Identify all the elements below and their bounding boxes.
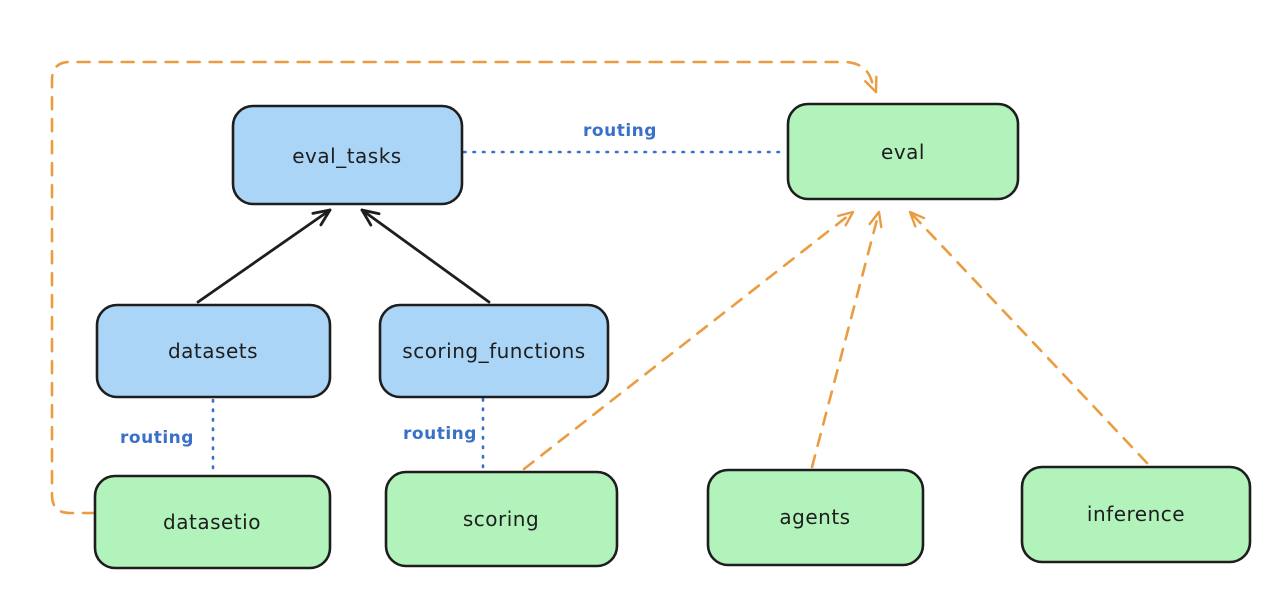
node-inference-box bbox=[1020, 465, 1252, 564]
node-eval-label: eval bbox=[881, 140, 925, 164]
node-scoring: scoring bbox=[384, 470, 619, 568]
edge-inference-to-eval bbox=[908, 210, 1149, 465]
node-eval-tasks-label: eval_tasks bbox=[292, 144, 401, 168]
node-agents: agents bbox=[706, 468, 925, 567]
routing-label-scoring-functions: routing bbox=[403, 424, 477, 444]
node-eval: eval bbox=[786, 102, 1020, 201]
node-datasetio: datasetio bbox=[93, 474, 332, 570]
edge-scoring-to-eval bbox=[522, 210, 855, 471]
node-agents-label: agents bbox=[779, 505, 850, 529]
edge-agents-to-eval bbox=[810, 210, 883, 469]
routing-label-datasets: routing bbox=[120, 428, 194, 448]
node-eval-tasks-box bbox=[231, 104, 464, 206]
node-eval-box bbox=[786, 102, 1020, 201]
node-datasets-label: datasets bbox=[168, 339, 258, 363]
node-datasetio-label: datasetio bbox=[163, 510, 261, 534]
node-inference: inference bbox=[1020, 465, 1252, 564]
node-scoring-functions: scoring_functions bbox=[378, 303, 610, 399]
node-eval-tasks: eval_tasks bbox=[231, 104, 464, 206]
node-datasets: datasets bbox=[95, 303, 332, 399]
edge-datasetio-to-eval-loop bbox=[50, 60, 878, 515]
edge-scoring-functions-to-eval-tasks bbox=[360, 208, 491, 304]
node-scoring-label: scoring bbox=[463, 507, 539, 531]
node-scoring-functions-label: scoring_functions bbox=[402, 339, 585, 363]
node-inference-label: inference bbox=[1087, 502, 1185, 526]
node-datasets-box bbox=[95, 303, 332, 399]
node-scoring-functions-box bbox=[378, 303, 610, 399]
node-scoring-box bbox=[384, 470, 619, 568]
node-agents-box bbox=[706, 468, 925, 567]
routing-label-horizontal: routing bbox=[583, 121, 657, 141]
node-datasetio-box bbox=[93, 474, 332, 570]
edge-datasets-to-eval-tasks bbox=[196, 208, 332, 304]
